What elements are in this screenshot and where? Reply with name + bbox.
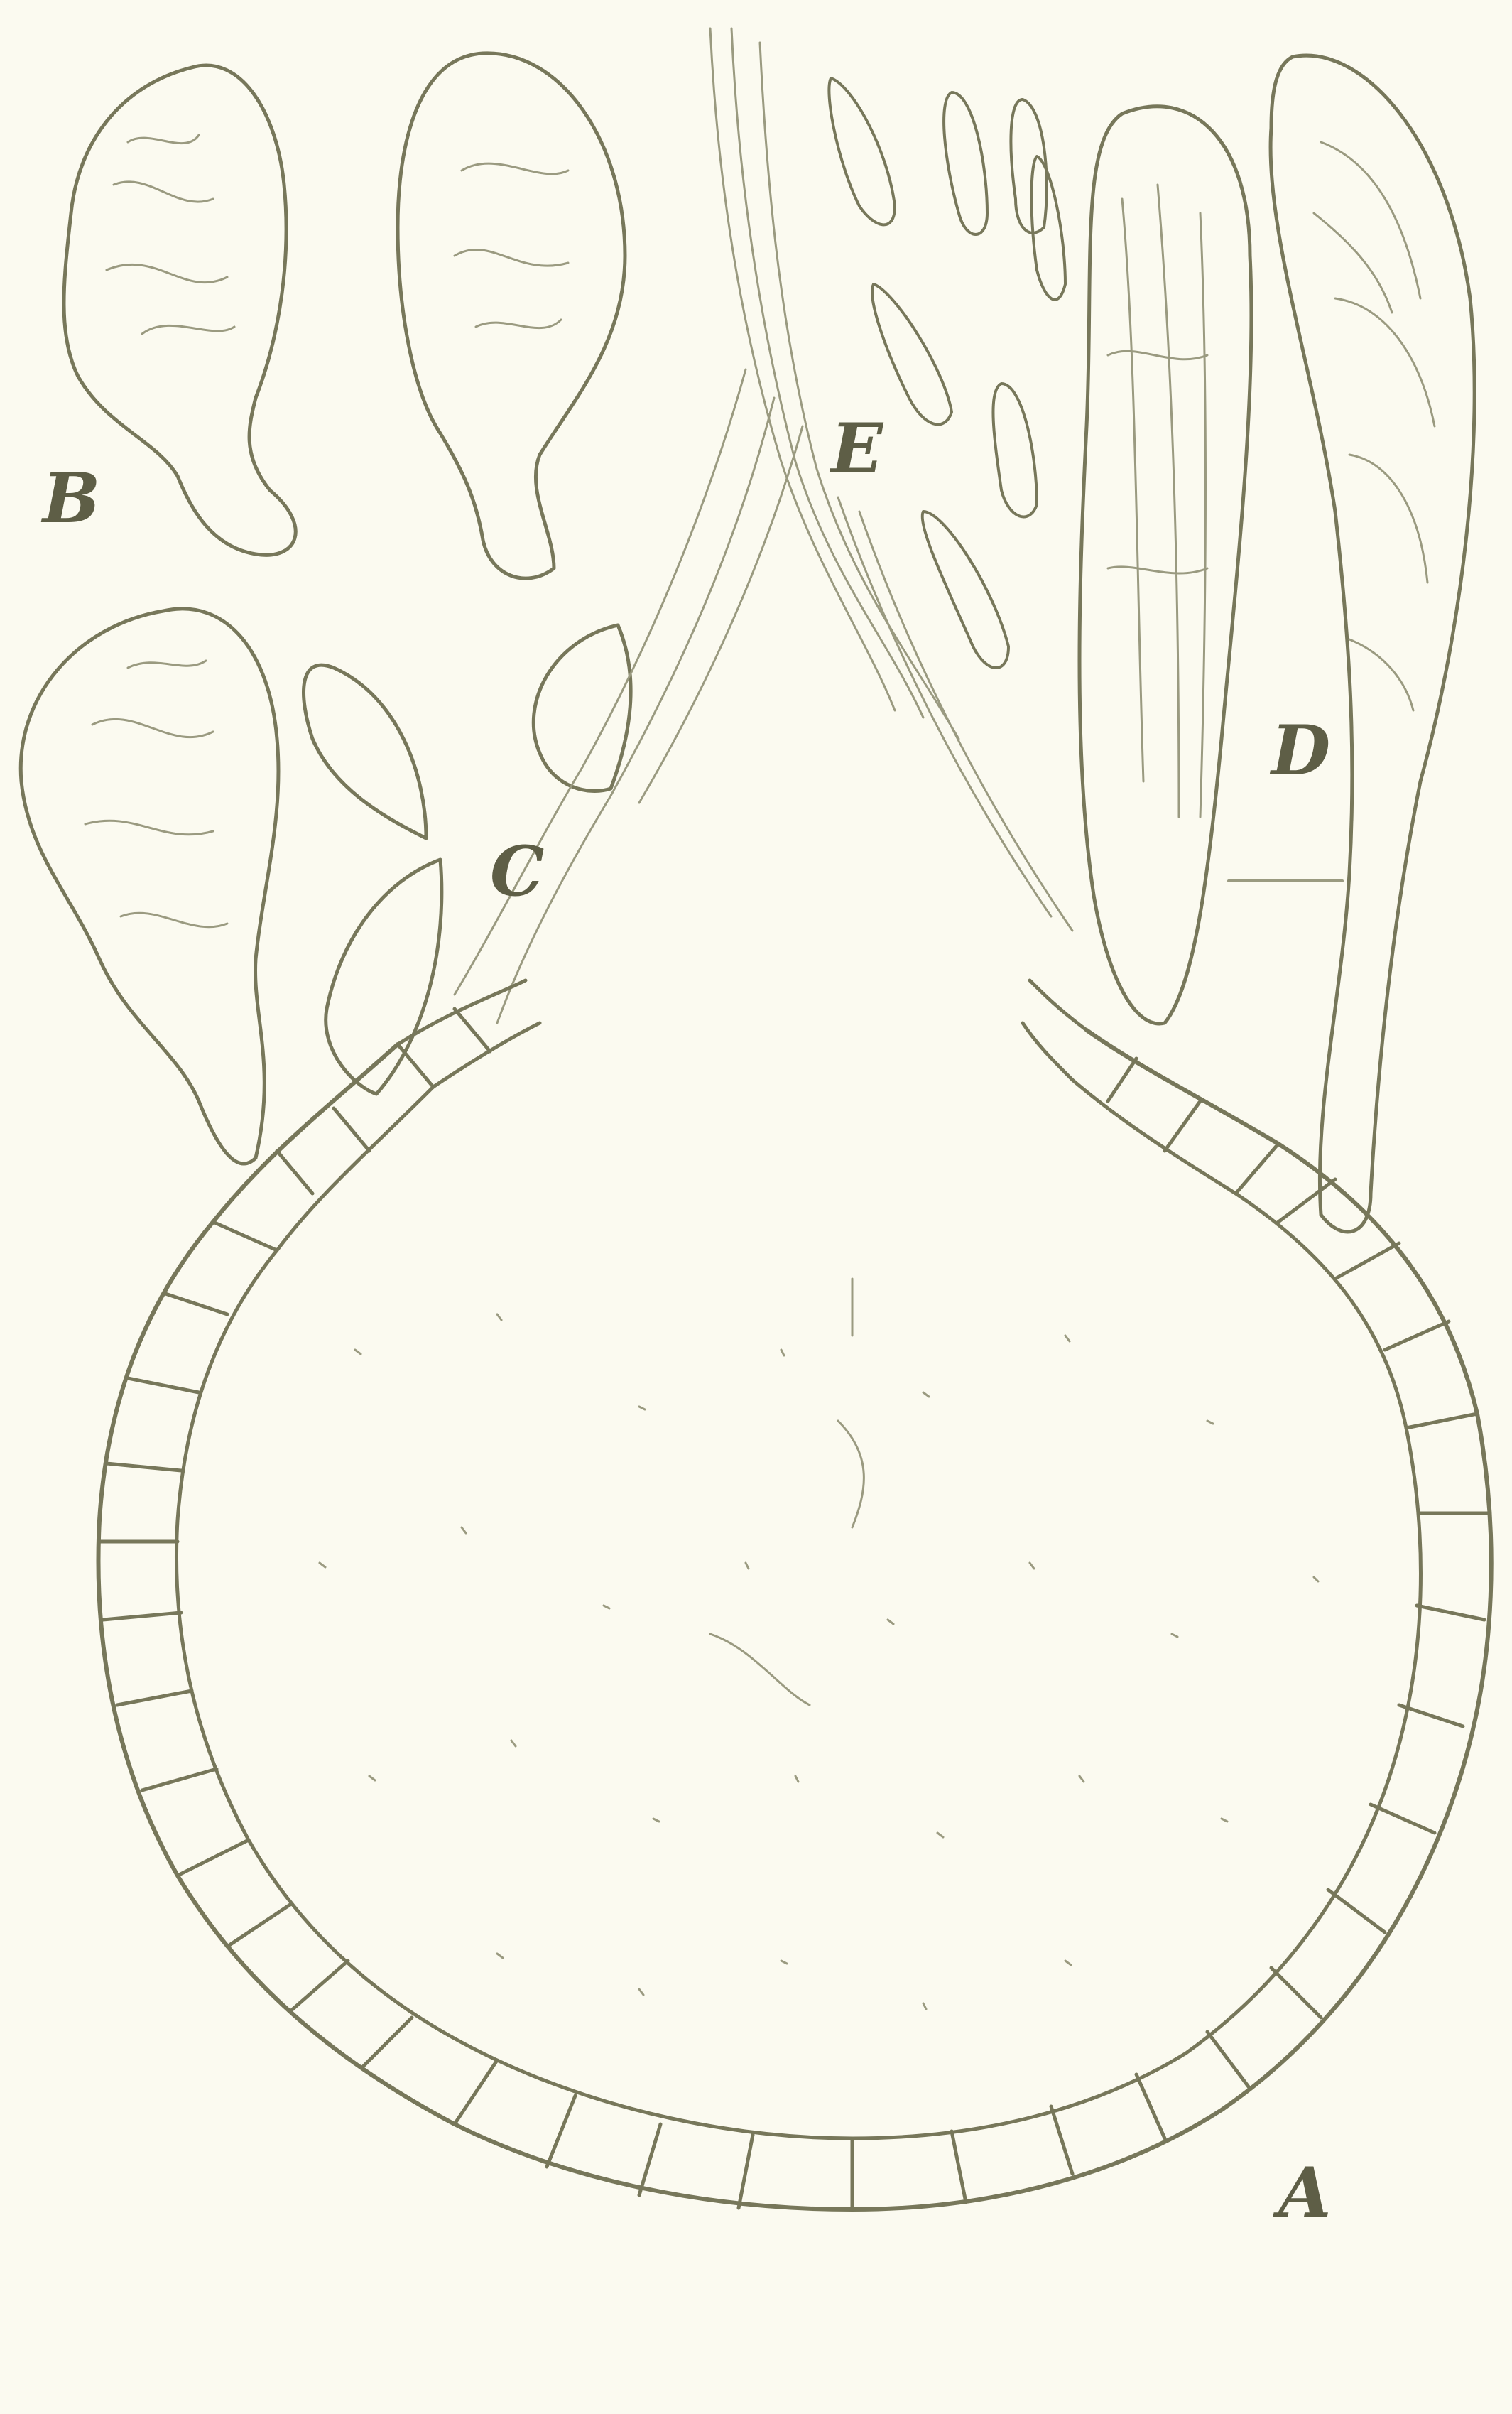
b-body-top-middle xyxy=(398,53,625,578)
e-cell-3 xyxy=(1011,99,1046,233)
e-cell-1 xyxy=(829,78,895,224)
e-cell-5 xyxy=(923,512,1008,668)
b-body-lower-left xyxy=(21,609,278,1164)
d-sac-right xyxy=(1271,55,1474,1232)
label-a: A xyxy=(1273,2153,1331,2233)
a-sac xyxy=(98,980,1491,2209)
b-bodies xyxy=(21,53,625,1164)
figure-labels: B C D E A xyxy=(40,408,1331,2233)
d-sac-middle xyxy=(1079,107,1251,1024)
label-c: C xyxy=(490,831,544,911)
label-b: B xyxy=(40,458,100,538)
label-d: D xyxy=(1269,710,1330,791)
a-sac-inner-wall xyxy=(176,1080,1420,2138)
a-sac-outer-wall xyxy=(98,1030,1491,2209)
d-structures xyxy=(1079,55,1474,1232)
e-cell-6 xyxy=(993,384,1037,516)
a-sac-neck-right xyxy=(1023,980,1087,1080)
a-sac-stippling xyxy=(320,1279,1318,2009)
c-cell-1 xyxy=(304,665,426,838)
e-cell-7 xyxy=(1032,156,1066,300)
e-cell-4 xyxy=(872,284,952,424)
e-cell-2 xyxy=(944,92,987,234)
label-e: E xyxy=(829,408,884,489)
